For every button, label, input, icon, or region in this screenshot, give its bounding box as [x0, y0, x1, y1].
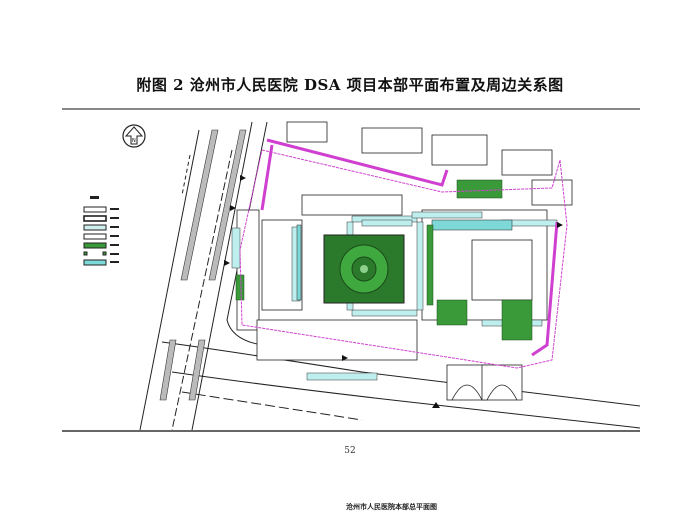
svg-text:N: N [132, 138, 136, 144]
project-boundary [239, 149, 568, 369]
legend [83, 196, 119, 266]
site-plan-drawing: N [83, 121, 640, 430]
central-garden [323, 234, 405, 304]
page-title: 附图 2 沧州市人民医院 DSA 项目本部平面布置及周边关系图 [136, 76, 564, 94]
north-arrow-icon: N [122, 124, 146, 148]
page-number: 52 [344, 446, 356, 456]
plan-caption: 沧州市人民医院本部总平面图 [346, 503, 437, 511]
site-plan-figure: N [62, 108, 640, 511]
